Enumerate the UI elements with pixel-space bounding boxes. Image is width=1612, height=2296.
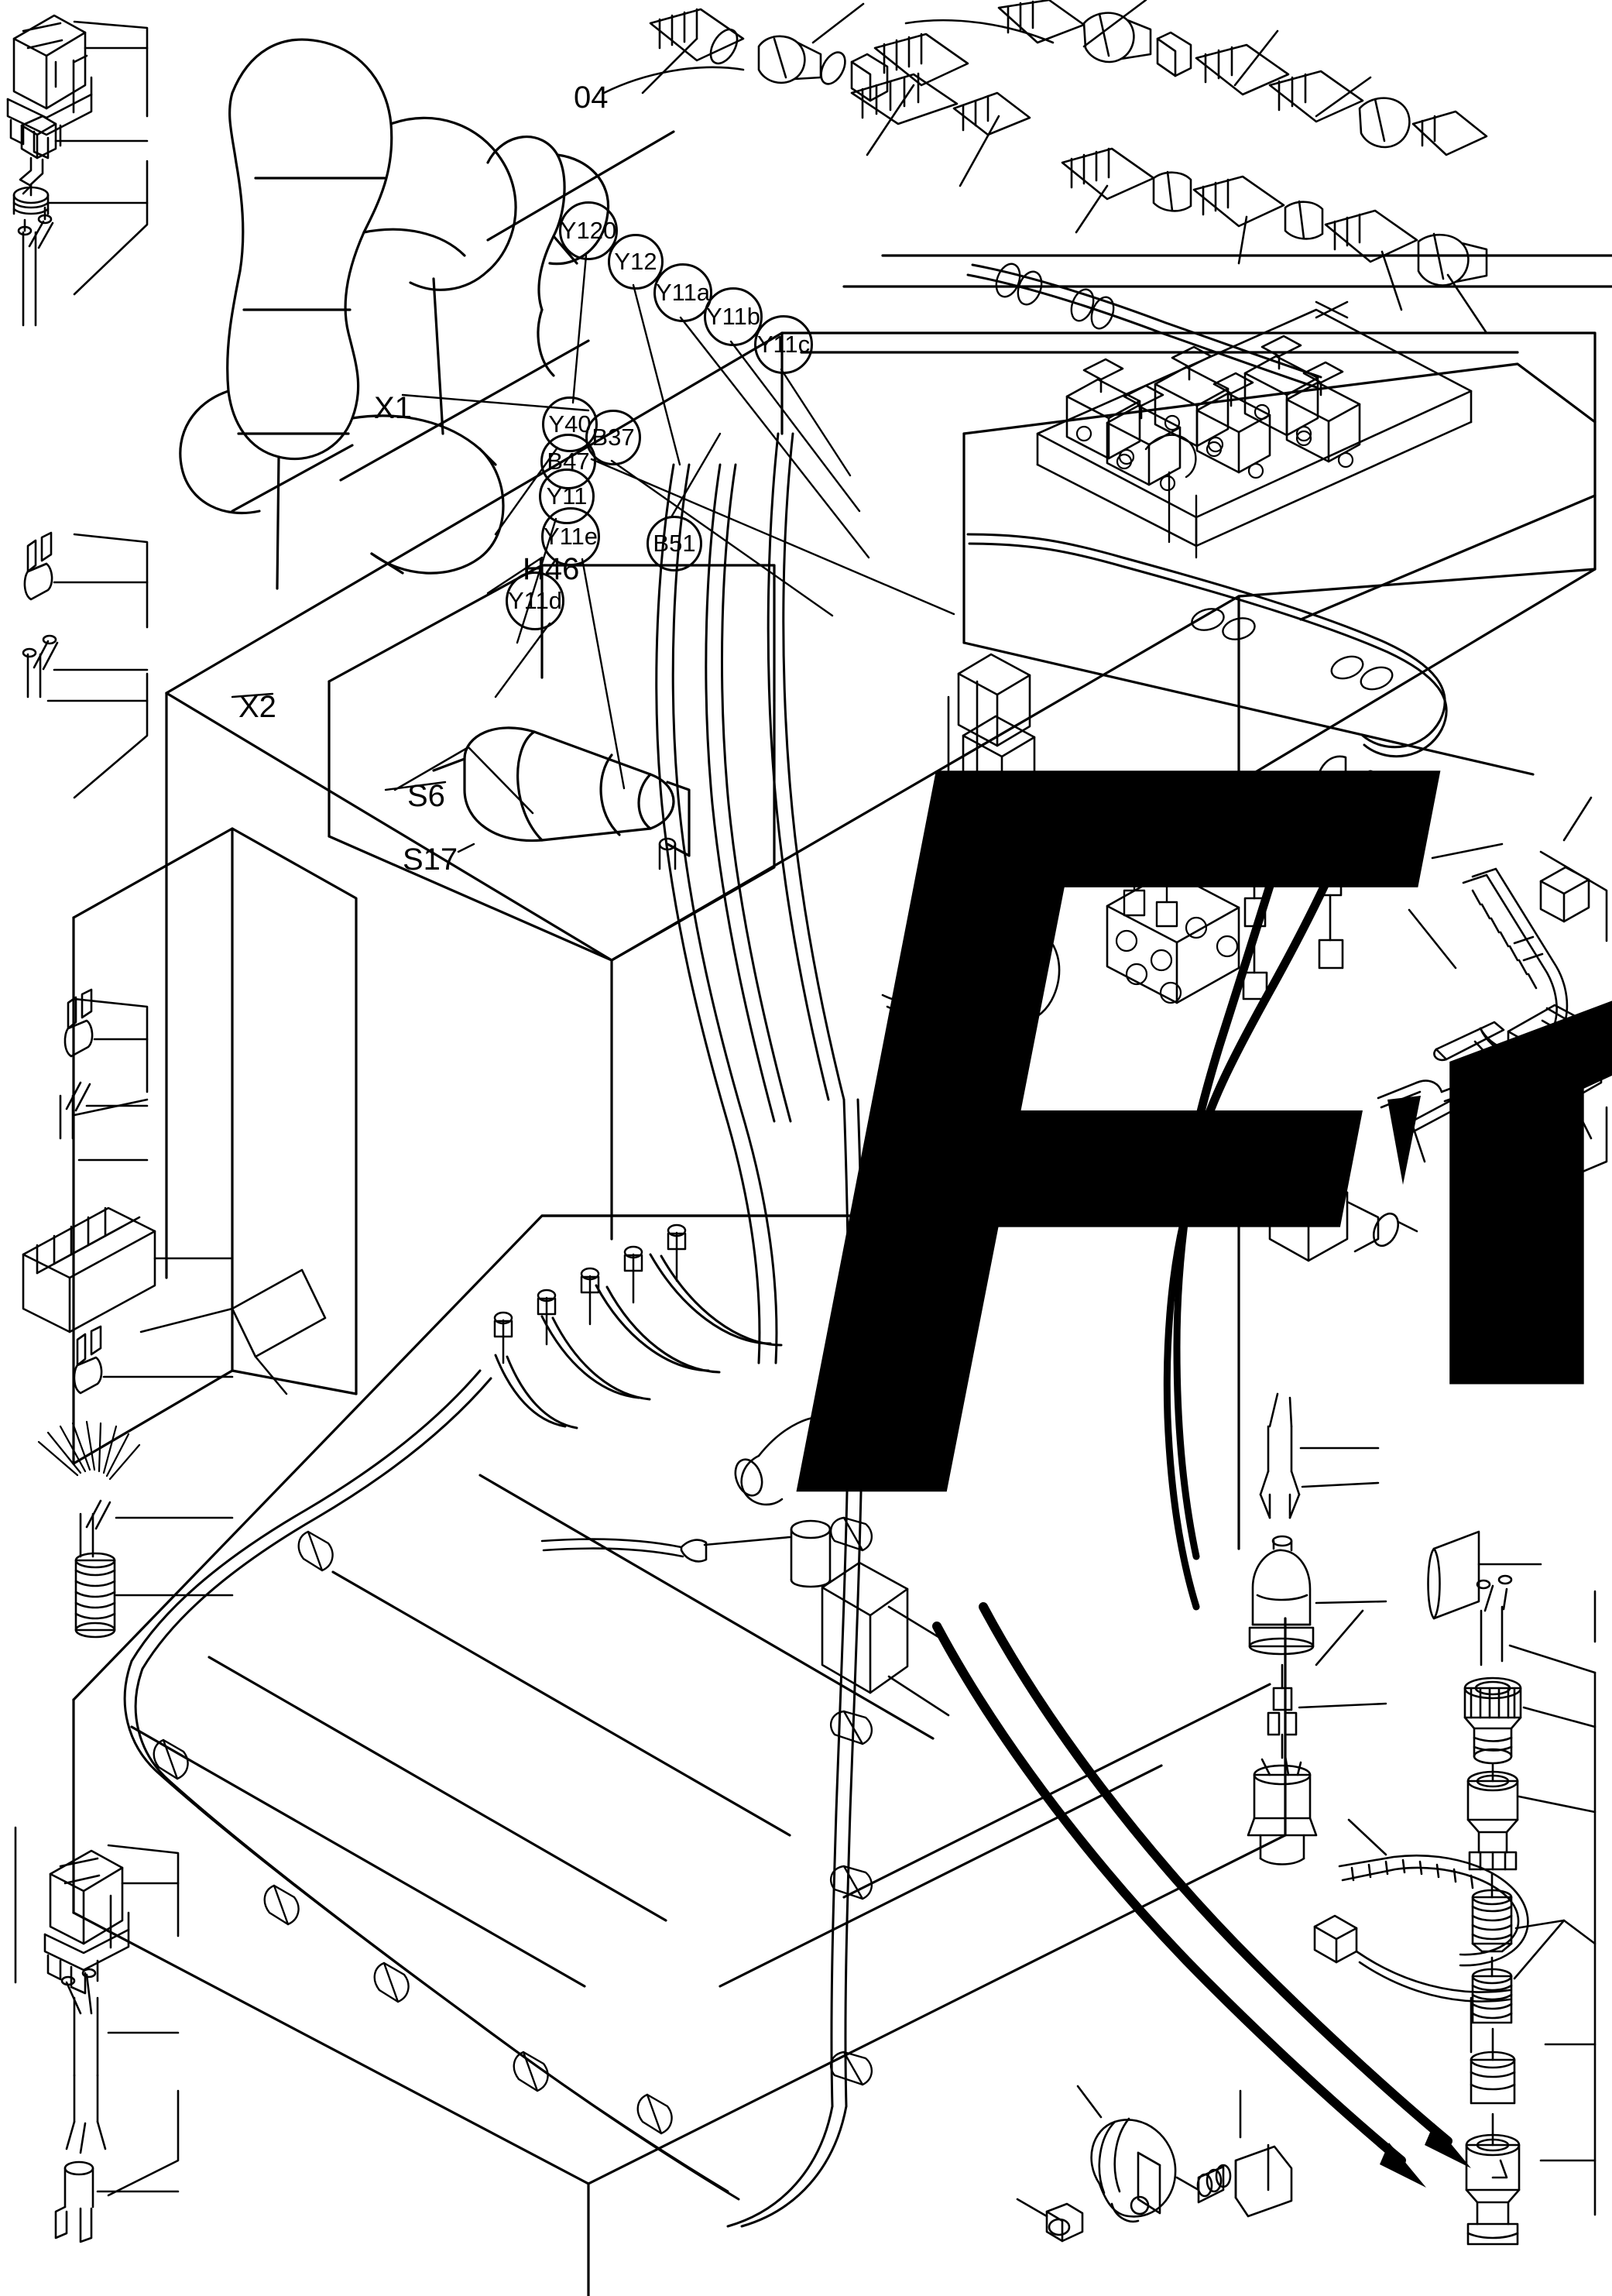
callout-y11: Y11 bbox=[539, 468, 595, 524]
pressure-sensors bbox=[1206, 755, 1391, 1000]
horn-s6 bbox=[540, 1416, 856, 1588]
label-s17: S17 bbox=[403, 843, 458, 877]
callout-y11d: Y11d bbox=[506, 571, 564, 630]
relay-blocks bbox=[947, 653, 1041, 900]
callout-y11a: Y11a bbox=[653, 263, 712, 322]
label-x1: X1 bbox=[374, 391, 412, 425]
label-x2: X2 bbox=[238, 690, 276, 724]
callout-y120: Y120 bbox=[559, 201, 618, 260]
operator-seat bbox=[179, 38, 675, 590]
left-detail-column bbox=[6, 14, 234, 2243]
callout-y11c: Y11c bbox=[754, 315, 813, 374]
callout-y11b: Y11b bbox=[704, 287, 763, 346]
hose-fittings-top bbox=[602, 0, 1488, 335]
switch-box-s17 bbox=[821, 1561, 950, 1717]
orientation-marker: F bbox=[751, 8, 1612, 1714]
terminal-strip bbox=[881, 824, 1240, 1026]
connector-pins-x2 bbox=[139, 746, 687, 1395]
front-arrow-icon bbox=[1449, 1000, 1612, 1385]
wire-harness-bundle bbox=[123, 432, 873, 2228]
orientation-letter-f: F bbox=[778, 543, 1449, 1714]
label-s6: S6 bbox=[407, 779, 445, 813]
callout-b51: B51 bbox=[647, 516, 702, 571]
deck-hose-run bbox=[966, 263, 1448, 758]
callout-y12: Y12 bbox=[608, 234, 664, 290]
callout-y11e: Y11e bbox=[541, 507, 600, 566]
mid-right-parts bbox=[1016, 1072, 1491, 2243]
heavy-cables bbox=[932, 770, 1471, 2188]
callout-b37: B37 bbox=[585, 410, 641, 465]
label-04: 04 bbox=[574, 81, 609, 115]
